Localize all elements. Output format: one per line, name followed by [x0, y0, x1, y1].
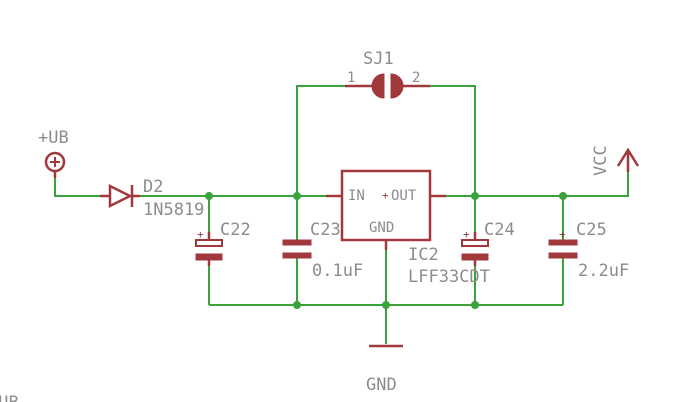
- wire-jumper-left: [296, 85, 345, 196]
- supply-ub-label: +UB: [38, 128, 69, 148]
- vcc-arrow-icon: [616, 147, 640, 172]
- wire-jumper-right: [430, 85, 476, 196]
- c25-plate-top: [548, 239, 578, 246]
- c23-plate-top: [282, 239, 312, 246]
- c24-name: C24: [484, 220, 515, 240]
- c23-name: C23: [310, 220, 341, 240]
- supply-ub-plus-icon: [50, 157, 60, 167]
- c22-plus-icon: +: [197, 228, 204, 241]
- junction-dot: [205, 192, 213, 200]
- wire-ic-out-to-vcc: [432, 170, 629, 197]
- c22-plate-bottom: [195, 253, 223, 261]
- c22-name: C22: [220, 220, 251, 240]
- capacitor-c24: + C24: [461, 220, 515, 266]
- ic2-value: LFF33CDT: [408, 267, 490, 287]
- capacitor-c22: + C22: [195, 220, 251, 266]
- supply-vcc: VCC: [591, 145, 640, 176]
- vcc-label: VCC: [591, 145, 611, 176]
- ground-symbol: GND: [366, 305, 403, 395]
- ic2-out-pin-label: OUT: [391, 188, 417, 204]
- gnd-label: GND: [366, 375, 397, 395]
- sj1-name: SJ1: [363, 49, 394, 69]
- regulator-ic2: IN + OUT GND IC2 LFF33CDT: [326, 169, 490, 287]
- junctions: [205, 192, 567, 309]
- junction-dot: [293, 301, 301, 309]
- junction-dot: [559, 192, 567, 200]
- c25-value: 2.2uF: [578, 261, 629, 281]
- d2-name: D2: [143, 177, 163, 197]
- cutoff-label: +UB: [0, 393, 19, 402]
- ic2-in-pin-label: IN: [348, 188, 365, 204]
- c25-name: C25: [576, 220, 607, 240]
- sj1-pin2-label: 2: [412, 70, 420, 86]
- sj1-pad-left: [371, 73, 385, 99]
- c24-plate-bottom: [461, 253, 489, 261]
- c23-value: 0.1uF: [312, 261, 363, 281]
- capacitor-c25: + C25 2.2uF: [548, 220, 629, 281]
- ic2-gnd-pin-label: GND: [369, 220, 394, 236]
- wire-ub-to-diode: [54, 172, 106, 197]
- c24-plus-icon: +: [463, 228, 470, 241]
- ic2-name: IC2: [408, 245, 439, 265]
- junction-dot: [293, 192, 301, 200]
- c25-plate-bottom: [548, 252, 578, 259]
- ic2-out-plus-icon: +: [382, 189, 389, 202]
- solder-jumper-sj1: SJ1 1 2: [345, 49, 430, 99]
- capacitor-c23: C23 0.1uF: [282, 220, 363, 281]
- sj1-pin1-label: 1: [347, 70, 355, 86]
- junction-dot: [471, 192, 479, 200]
- d2-triangle-icon: [108, 183, 133, 209]
- sj1-pad-right: [390, 73, 404, 99]
- supply-ub: +UB: [38, 128, 69, 178]
- c25-plus-icon: +: [559, 228, 566, 241]
- ic2-body: [340, 169, 432, 242]
- junction-dot: [471, 301, 479, 309]
- diode-d2: D2 1N5819: [100, 177, 204, 220]
- d2-value: 1N5819: [143, 200, 204, 220]
- c23-plate-bottom: [282, 252, 312, 259]
